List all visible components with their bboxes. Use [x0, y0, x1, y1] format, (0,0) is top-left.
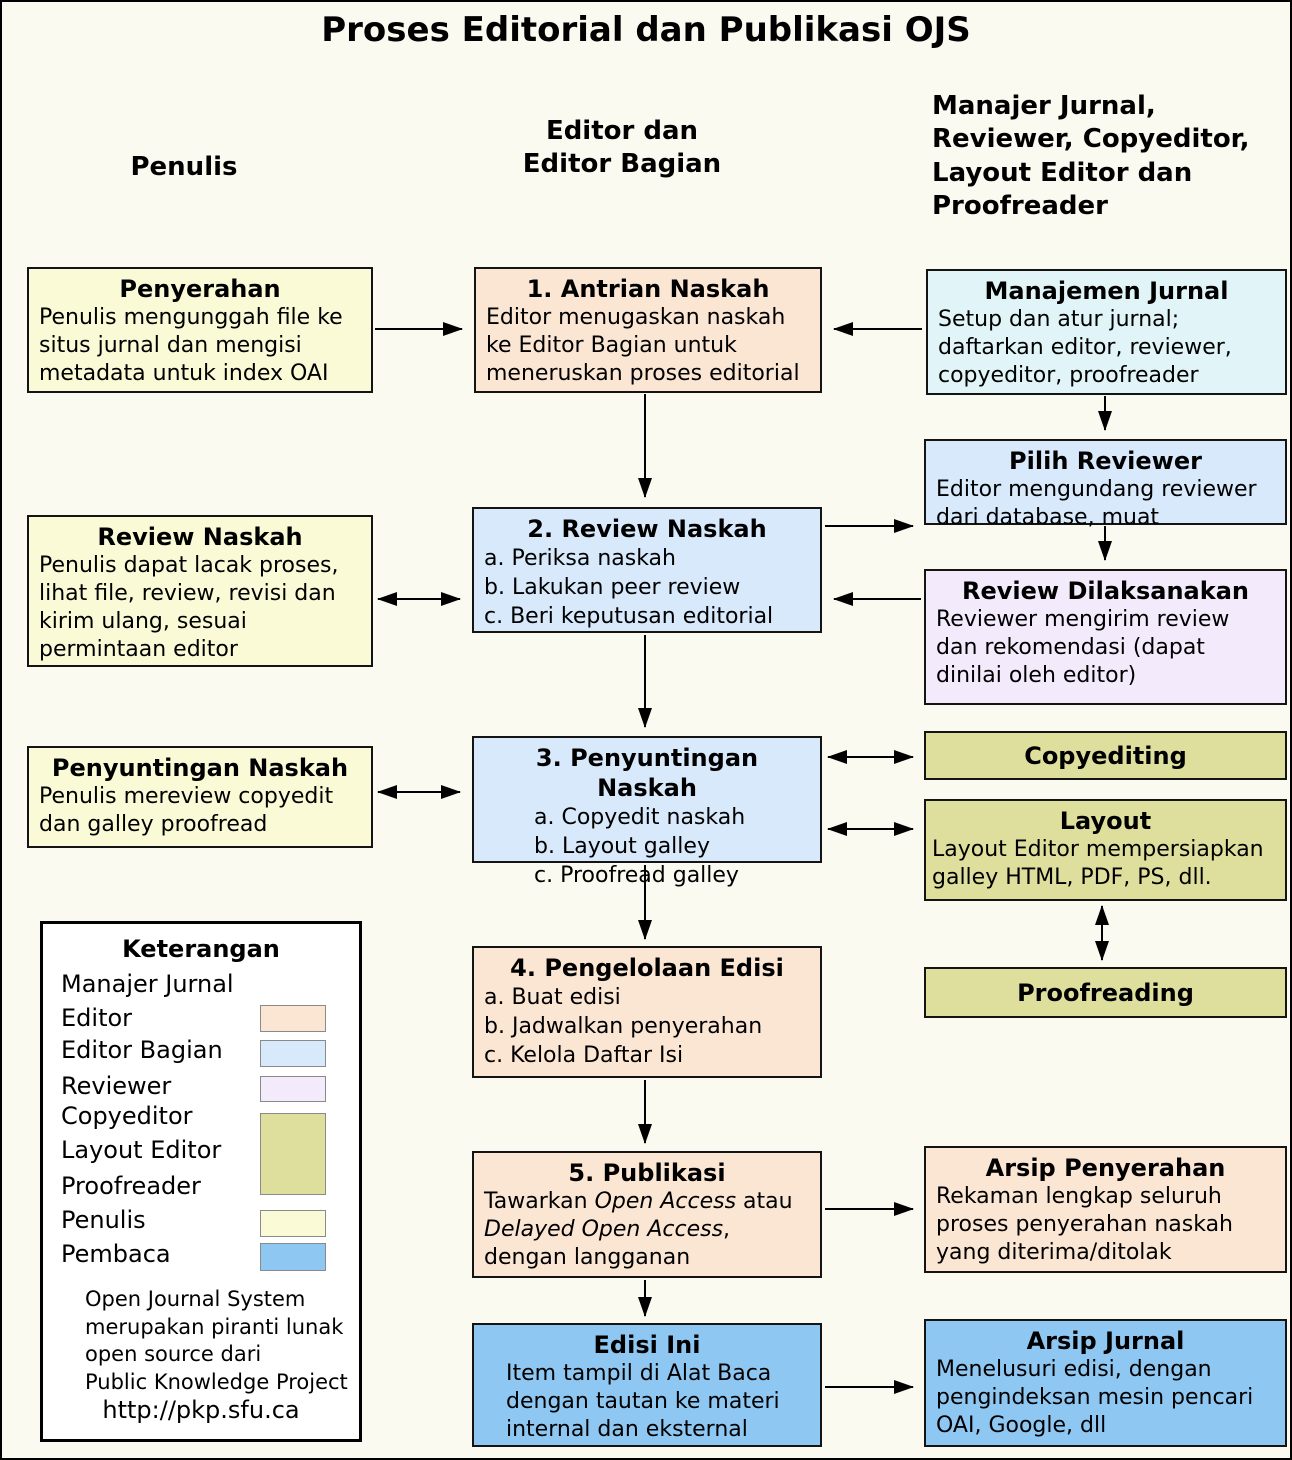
box-copyediting-title: Copyediting	[1024, 741, 1187, 770]
page-title: Proses Editorial dan Publikasi OJS	[321, 10, 971, 50]
box-arsip-penyerahan: Arsip Penyerahan Rekaman lengkap seluruh…	[924, 1146, 1287, 1273]
box-review-dilaksanakan: Review Dilaksanakan Reviewer mengirim re…	[924, 569, 1287, 705]
legend-swatch-pembaca	[260, 1243, 326, 1271]
box-antrian-title: 1. Antrian Naskah	[526, 275, 770, 303]
box-penyuntingan-naskah: 3. Penyuntingan Naskah a. Copyedit naska…	[472, 736, 822, 888]
box-penyerahan: Penyerahan Penulis mengunggah file ke si…	[27, 267, 373, 393]
list-item: b. Jadwalkan penyerahan	[484, 1014, 763, 1040]
box-penyuntingan-penulis-body: Penulis mereview copyedit dan galley pro…	[39, 784, 334, 838]
box-manajemen-body: Setup dan atur jurnal; daftarkan editor,…	[938, 307, 1232, 389]
box-dilaksanakan-title: Review Dilaksanakan	[962, 577, 1249, 605]
legend-label-editor-bagian: Editor Bagian	[61, 1036, 223, 1064]
column-header-penulis: Penulis	[130, 152, 238, 182]
box-review-naskah: 2. Review Naskah a. Periksa naskah b. La…	[472, 507, 822, 633]
box-publikasi: 5. Publikasi Tawarkan Open Access atau D…	[472, 1151, 822, 1278]
column-header-editor: Editor dan Editor Bagian	[522, 116, 722, 180]
box-edisi-title: Edisi Ini	[593, 1331, 701, 1359]
box-penyerahan-body: Penulis mengunggah file ke situs jurnal …	[39, 305, 343, 387]
legend-label-manajer-jurnal: Manajer Jurnal	[61, 970, 234, 998]
box-manajemen-jurnal: Manajemen Jurnal Setup dan atur jurnal; …	[926, 269, 1287, 395]
box-pengelolaan-edisi: 4. Pengelolaan Edisi a. Buat edisi b. Ja…	[472, 946, 822, 1078]
list-item: c. Beri keputusan editorial	[484, 604, 774, 630]
box-layout-title: Layout	[1059, 807, 1152, 835]
legend-swatch-copyeditor-group	[260, 1113, 326, 1195]
box-penyuntingan-penulis: Penyuntingan Naskah Penulis mereview cop…	[27, 746, 373, 848]
text-run: , dengan langganan	[484, 1217, 731, 1271]
list-item: c. Kelola Daftar Isi	[484, 1043, 684, 1069]
box-layout-body: Layout Editor mempersiapkan galley HTML,…	[932, 837, 1264, 891]
box-manajemen-title: Manajemen Jurnal	[984, 277, 1229, 305]
legend-label-pembaca: Pembaca	[61, 1240, 171, 1268]
box-pengelolaan-items: a. Buat edisi b. Jadwalkan penyerahan c.…	[484, 983, 810, 1070]
legend-swatch-reviewer	[260, 1076, 326, 1102]
box-copyediting: Copyediting	[924, 731, 1287, 780]
box-layout: Layout Layout Editor mempersiapkan galle…	[924, 799, 1287, 901]
legend-note: Open Journal System merupakan piranti lu…	[85, 1287, 348, 1395]
box-proofreading: Proofreading	[924, 967, 1287, 1018]
list-item: b. Layout galley	[534, 834, 710, 860]
box-pilih-reviewer: Pilih Reviewer Editor mengundang reviewe…	[924, 439, 1287, 530]
legend-box: Keterangan Manajer Jurnal Editor Editor …	[40, 921, 362, 1442]
box-arsip-penyerahan-title: Arsip Penyerahan	[985, 1154, 1226, 1182]
list-item: a. Copyedit naskah	[534, 805, 746, 830]
box-edisi-ini: Edisi Ini Item tampil di Alat Baca denga…	[472, 1323, 822, 1447]
box-penyuntingan-penulis-title: Penyuntingan Naskah	[51, 754, 349, 782]
legend-swatch-penulis	[260, 1210, 326, 1237]
legend-label-proofreader: Proofreader	[61, 1172, 201, 1200]
box-antrian-body: Editor menugaskan naskah ke Editor Bagia…	[486, 305, 800, 387]
box-penyuntingan-items: a. Copyedit naskah b. Layout galley c. P…	[484, 803, 810, 890]
legend-title: Keterangan	[122, 935, 280, 963]
box-arsip-jurnal-body: Menelusuri edisi, dengan pengindeksan me…	[936, 1357, 1254, 1439]
text-run: atau	[736, 1189, 793, 1214]
list-item: c. Proofread galley	[534, 863, 739, 889]
box-review-items: a. Periksa naskah b. Lakukan peer review…	[484, 544, 810, 631]
box-penyuntingan-title: 3. Penyuntingan Naskah	[535, 744, 759, 802]
column-header-manajer: Manajer Jurnal, Reviewer, Copyeditor, La…	[932, 91, 1250, 221]
box-pengelolaan-title: 4. Pengelolaan Edisi	[510, 954, 784, 982]
list-item: b. Lakukan peer review	[484, 575, 741, 601]
box-review-penulis-title: Review Naskah	[97, 523, 303, 551]
box-pilih-title: Pilih Reviewer	[1009, 447, 1202, 475]
box-arsip-penyerahan-body: Rekaman lengkap seluruh proses penyeraha…	[936, 1184, 1233, 1266]
box-edisi-body: Item tampil di Alat Baca dengan tautan k…	[506, 1361, 780, 1443]
legend-label-copyeditor: Copyeditor	[61, 1102, 193, 1130]
legend-url: http://pkp.sfu.ca	[102, 1396, 300, 1424]
list-item: a. Periksa naskah	[484, 546, 676, 571]
legend-swatch-editor-bagian	[260, 1040, 326, 1067]
list-item: a. Buat edisi	[484, 985, 621, 1010]
box-pilih-body: Editor mengundang reviewer dari database…	[936, 477, 1257, 531]
box-review-naskah-penulis: Review Naskah Penulis dapat lacak proses…	[27, 515, 373, 667]
legend-swatch-editor	[260, 1005, 326, 1032]
box-review-title: 2. Review Naskah	[527, 515, 767, 543]
box-dilaksanakan-body: Reviewer mengirim review dan rekomendasi…	[936, 607, 1230, 689]
legend-label-layout-editor: Layout Editor	[61, 1136, 222, 1164]
box-antrian-naskah: 1. Antrian Naskah Editor menugaskan nask…	[474, 267, 822, 393]
box-review-penulis-body: Penulis dapat lacak proses, lihat file, …	[39, 553, 339, 663]
box-publikasi-title: 5. Publikasi	[568, 1159, 726, 1187]
box-publikasi-body: Tawarkan Open Access atau Delayed Open A…	[484, 1188, 810, 1272]
text-run: Tawarkan	[484, 1189, 595, 1214]
legend-label-reviewer: Reviewer	[61, 1072, 172, 1100]
legend-label-penulis: Penulis	[61, 1206, 146, 1234]
text-run-italic: Delayed Open Access	[484, 1217, 724, 1243]
box-penyerahan-title: Penyerahan	[119, 275, 281, 303]
text-run-italic: Open Access	[594, 1189, 737, 1214]
box-arsip-jurnal: Arsip Jurnal Menelusuri edisi, dengan pe…	[924, 1319, 1287, 1447]
box-arsip-jurnal-title: Arsip Jurnal	[1026, 1327, 1185, 1355]
legend-label-editor: Editor	[61, 1004, 133, 1032]
box-proofreading-title: Proofreading	[1017, 978, 1194, 1007]
